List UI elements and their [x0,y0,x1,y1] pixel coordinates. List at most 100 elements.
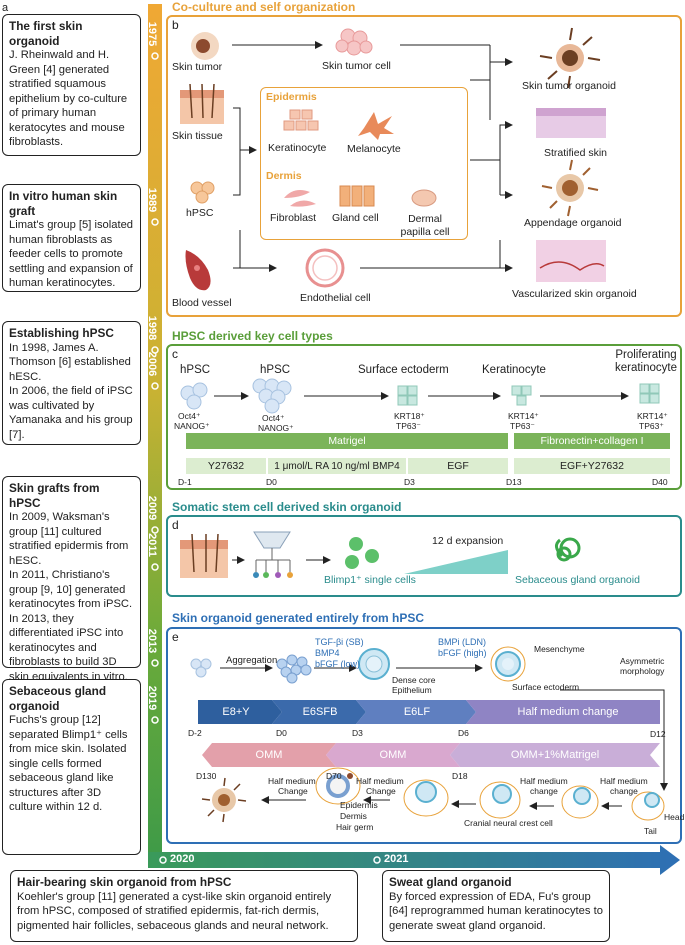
e-omm1-label: OMM [255,749,283,761]
c-ra-bmp4-bar: 1 μmol/L RA 10 ng/ml BMP4 [268,458,406,474]
e-label-surface-ectoderm: Surface ectoderm [512,682,580,692]
c-stage-surface-ectoderm: Surface ectoderm [358,364,449,376]
panel-e-title: Skin organoid generated entirely from hP… [172,611,425,625]
label-dermis: Dermis [266,170,302,182]
panel-b-letter: b [172,18,179,32]
e-label-hair-germ: Hair germ [336,822,374,832]
e-omm-matrigel-label: OMM+1%Matrigel [510,749,600,761]
e-e6lf-label: E6LF [403,706,431,718]
endothelial-cell-icon [305,248,345,288]
omm-2-chevron [326,743,460,767]
label-dermal-papilla: Dermal papilla cell [400,213,450,238]
e-label-tgf: TGF-βi (SB) [315,637,364,647]
e6sfb-chevron [272,700,366,724]
e-label-hm2b: change [530,786,558,796]
c-y27632-bar: Y27632 [186,458,266,474]
e-label-dense-core: Dense core [392,675,436,685]
panel-d [166,515,682,597]
d-skin-icon [180,533,228,578]
c-stage-hpsc-2: hPSC [260,364,291,376]
e-day-d12: D12 [650,729,666,739]
panel-b-title: Co-culture and self organization [172,0,356,14]
panel-e-letter: e [172,630,179,644]
label-sebaceous-organoid: Sebaceous gland organoid [515,574,640,586]
vascularized-skin-icon [536,240,606,282]
c-marker-1b: NANOG⁺ [174,421,210,431]
e-day-d18: D18 [452,771,468,781]
label-hpsc: hPSC [186,207,214,219]
e-epidermis-icon [315,767,361,805]
label-blimp-cells: Blimp1⁺ single cells [324,574,416,586]
e-label-hmb-a: Half medium [268,776,316,786]
e-label-epithelium: Epithelium [392,685,432,695]
panel-c [166,344,682,490]
e-label-aggregation: Aggregation [226,655,278,666]
e-label-hm-b: Change [366,786,396,796]
c-marker-4b: TP63⁻ [510,421,535,431]
e-day-d0: D0 [276,728,287,738]
e-half-medium-label: Half medium change [517,706,619,718]
figure-letter-a: a [2,2,9,14]
melanocyte-icon [358,112,394,140]
epidermis-dermis-box [260,87,468,240]
timeline-vertical-bar [148,4,162,860]
fibroblast-icon [284,190,316,207]
e-label-asym2: morphology [620,666,665,676]
e-label-tail: Tail [644,826,657,836]
e-label-dermis: Dermis [340,811,367,821]
panel-d-letter: d [172,518,179,532]
panel-e [166,627,682,844]
c-stage-hpsc-1: hPSC [180,364,211,376]
e-label-asym1: Asymmetric [620,656,665,666]
e-e8y-label: E8+Y [222,706,250,718]
e-aggregate-d6-icon [490,646,526,682]
panel-b [166,15,682,317]
skin-tissue-icon [180,83,224,124]
panel-c-letter: c [172,347,178,361]
e6lf-chevron [356,700,476,724]
dermal-papilla-icon [411,189,437,207]
appendage-organoid-icon [541,159,599,217]
e-label-hm3b: change [610,786,638,796]
label-skin-tumor: Skin tumor [172,61,223,73]
e-day-d70: D70 [326,771,342,781]
label-vascularized: Vascularized skin organoid [512,288,637,300]
c-day-d3: D3 [404,477,415,487]
c-day-d0: D0 [266,477,277,487]
c-matrigel-bar: Matrigel [186,433,508,449]
e-cranial-icon [561,785,599,819]
gland-cell-icon [339,185,375,207]
panel-c-title: HPSC derived key cell types [172,329,333,343]
blimp-cells-icon [345,537,379,569]
e-aggregate-d3-icon [358,648,390,680]
year-2021: 2021 [384,853,409,865]
label-expansion: 12 d expansion [432,535,504,547]
e-label-bfgf-high: bFGF (high) [438,648,487,658]
c-egf-bar: EGF [408,458,508,474]
label-appendage-organoid: Appendage organoid [524,217,622,229]
c-marker-5b: TP63⁺ [639,421,664,431]
timeline-horizontal-arrow [148,845,680,875]
e-label-hm-a: Half medium [356,776,404,786]
e-label-cranial: Cranial neural crest cell [464,818,553,828]
label-skin-tissue: Skin tissue [172,130,223,142]
skin-tumor-icon [191,32,219,60]
label-epidermis: Epidermis [266,91,317,103]
e-d70-icon [403,779,449,817]
e-label-bfgf-low: bFGF (low) [315,659,360,669]
c-marker-4a: KRT14⁺ [508,411,539,421]
e-day-d3: D3 [352,728,363,738]
label-stratified-skin: Stratified skin [544,147,608,159]
label-blood-vessel: Blood vessel [172,297,232,309]
c-day-d40: D40 [652,477,668,487]
omm-matrigel-chevron [450,743,660,767]
c-stage-proliferating: Proliferating keratinocyte [614,349,677,374]
c-marker-2b: NANOG⁺ [258,423,294,433]
